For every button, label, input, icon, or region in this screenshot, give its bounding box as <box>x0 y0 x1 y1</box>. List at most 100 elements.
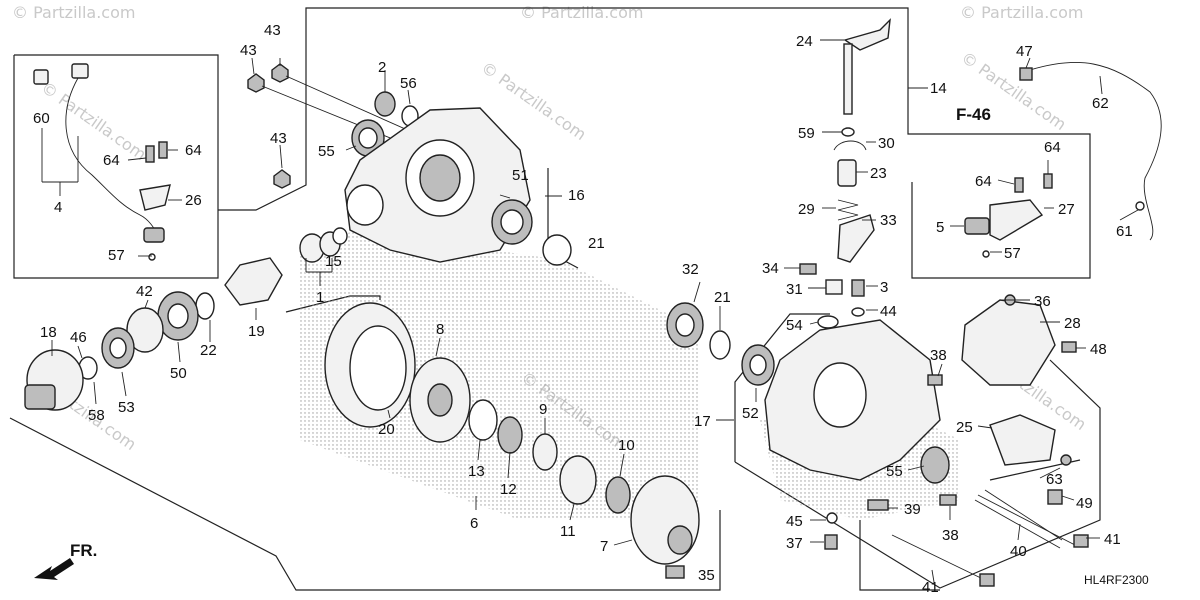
bracket-25 <box>989 414 1056 466</box>
diff-housing-7 <box>630 475 700 565</box>
seal-54 <box>817 315 839 329</box>
callout-23: 23 <box>870 165 887 182</box>
callout-14: 14 <box>930 80 947 97</box>
sensor-harness-4 <box>33 63 165 261</box>
o-ring-44 <box>851 307 865 317</box>
o-ring-21b <box>709 330 731 360</box>
long-bolt-40 <box>974 499 1061 549</box>
assembly-frames <box>9 7 1101 591</box>
callout-52: 52 <box>742 405 759 422</box>
callout-29: 29 <box>798 201 815 218</box>
callout-51: 51 <box>512 167 529 184</box>
spring-30 <box>833 140 867 151</box>
leader-lines <box>41 39 1139 583</box>
front-direction-indicator: FR. <box>34 541 97 580</box>
callout-55: 55 <box>886 463 903 480</box>
callout-47: 47 <box>1016 43 1033 60</box>
callout-1: 1 <box>316 289 324 306</box>
bolt-38 <box>939 494 957 506</box>
washer-22 <box>195 292 215 320</box>
callout-5: 5 <box>936 219 944 236</box>
bolt-35 <box>665 565 685 579</box>
callout-42: 42 <box>136 283 153 300</box>
bolt-64 <box>1014 177 1024 193</box>
callout-34: 34 <box>762 260 779 277</box>
callout-10: 10 <box>618 437 635 454</box>
callout-26: 26 <box>185 192 202 209</box>
cam-9 <box>532 433 558 471</box>
callout-27: 27 <box>1058 201 1075 218</box>
callout-39: 39 <box>904 501 921 518</box>
callout-41: 41 <box>922 579 939 596</box>
callout-17: 17 <box>694 413 711 430</box>
callout-38: 38 <box>942 527 959 544</box>
callout-54: 54 <box>786 317 803 334</box>
callout-9: 9 <box>539 401 547 418</box>
roller-set-11 <box>559 455 597 505</box>
clamp-26 <box>139 184 171 211</box>
callout-38: 38 <box>930 347 947 364</box>
nut-43 <box>273 169 291 189</box>
shim-12 <box>497 416 523 454</box>
face-cam-10 <box>605 476 631 514</box>
callout-43: 43 <box>240 42 257 59</box>
callout-18: 18 <box>40 324 57 341</box>
nut-49 <box>1047 489 1063 505</box>
bearing-2 <box>374 91 396 117</box>
callout-4: 4 <box>54 199 62 216</box>
callout-16: 16 <box>568 187 585 204</box>
o-ring-21 <box>542 234 572 266</box>
callout-13: 13 <box>468 463 485 480</box>
bolt-37 <box>824 534 838 550</box>
callout-58: 58 <box>88 407 105 424</box>
stay-27 <box>989 199 1044 241</box>
pin-3 <box>851 279 865 297</box>
callout-59: 59 <box>798 125 815 142</box>
washer-45 <box>826 512 838 524</box>
callout-40: 40 <box>1010 543 1027 560</box>
callout-21: 21 <box>714 289 731 306</box>
callout-55: 55 <box>318 143 335 160</box>
callout-22: 22 <box>200 342 217 359</box>
callout-63: 63 <box>1046 471 1063 488</box>
callout-28: 28 <box>1064 315 1081 332</box>
callout-57: 57 <box>108 247 125 264</box>
seal-55 <box>920 446 950 484</box>
callout-48: 48 <box>1090 341 1107 358</box>
callout-50: 50 <box>170 365 187 382</box>
callout-7: 7 <box>600 538 608 555</box>
callout-44: 44 <box>880 303 897 320</box>
nut-43 <box>247 73 265 93</box>
callout-64: 64 <box>1044 139 1061 156</box>
callout-43: 43 <box>264 22 281 39</box>
callout-43: 43 <box>270 130 287 147</box>
watermark: © Partzilla.com <box>520 3 643 22</box>
callout-labels: 60 4 64 64 26 57 43 43 43 55 2 56 51 16 … <box>33 22 1133 596</box>
pinion-gear-19 <box>224 257 283 306</box>
callout-45: 45 <box>786 513 803 530</box>
bolt-64 <box>145 145 155 163</box>
callout-35: 35 <box>698 567 715 584</box>
bolt-64 <box>158 141 168 159</box>
callout-3: 3 <box>880 279 888 296</box>
front-label: FR. <box>70 541 97 560</box>
cover-28 <box>961 299 1056 386</box>
callout-46: 46 <box>70 329 87 346</box>
spring-29 <box>837 199 859 221</box>
callout-37: 37 <box>786 535 803 552</box>
callout-53: 53 <box>118 399 135 416</box>
washer-57 <box>982 250 990 258</box>
block-31 <box>825 279 843 295</box>
callout-11: 11 <box>560 523 576 540</box>
breather-hose-62 <box>1029 61 1162 241</box>
callout-31: 31 <box>786 281 803 298</box>
callout-25: 25 <box>956 419 973 436</box>
callout-64: 64 <box>975 173 992 190</box>
shift-fork-33 <box>837 214 875 263</box>
watermark: © Partzilla.com <box>12 3 135 22</box>
part-illustrations <box>24 18 1162 587</box>
shim-13 <box>468 399 498 441</box>
callout-60: 60 <box>33 110 50 127</box>
callout-30: 30 <box>878 135 895 152</box>
